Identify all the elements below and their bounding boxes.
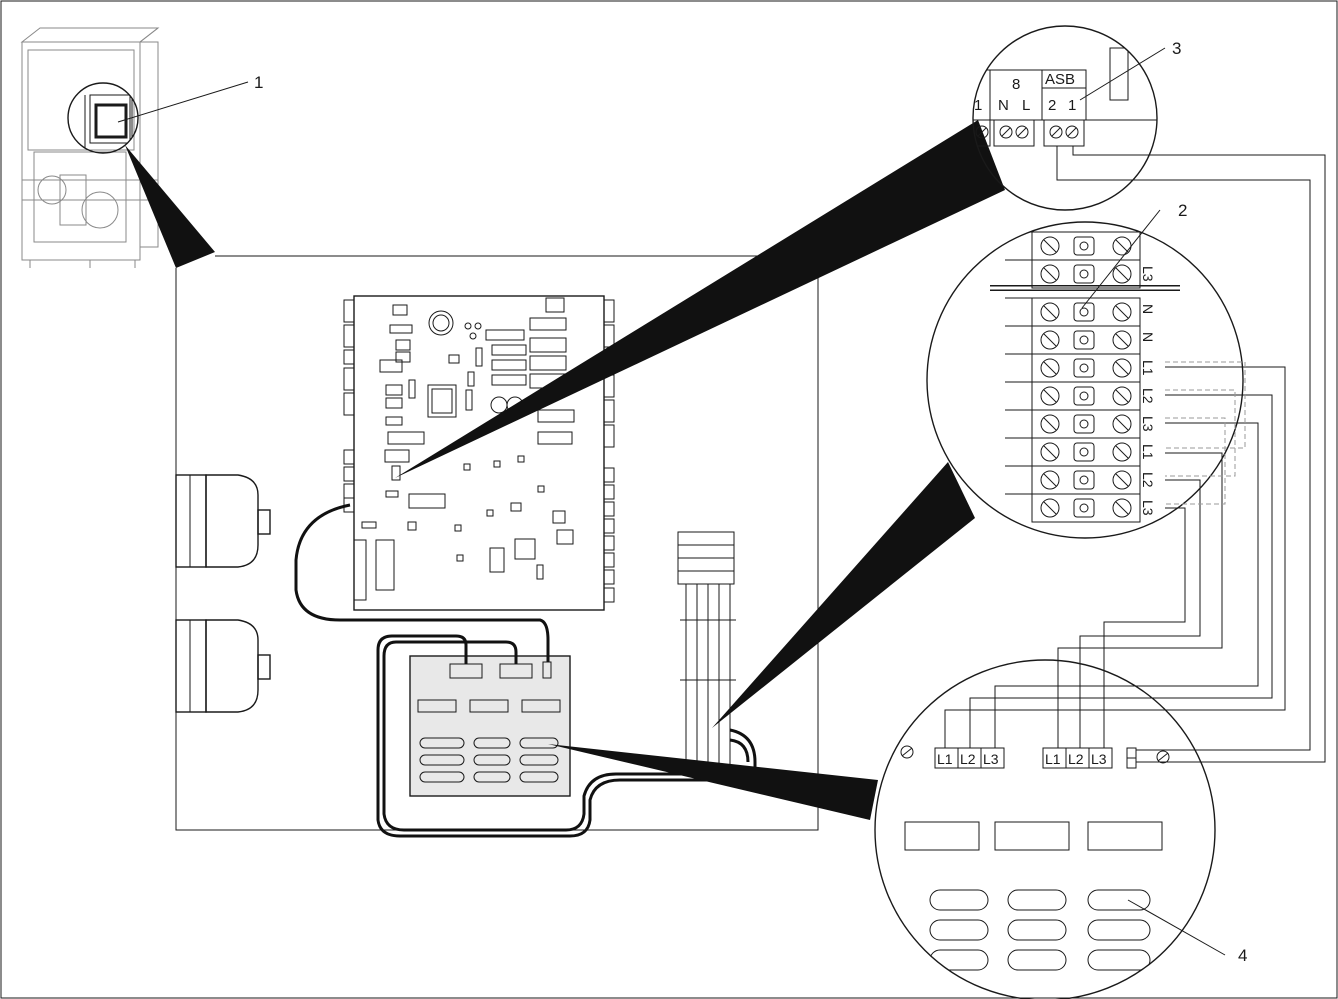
terminal-row: N: [1005, 297, 1156, 327]
zoom-wedge-top: [395, 120, 1005, 478]
terminal-label: L1: [1140, 444, 1156, 460]
callout-4-leader: [1127, 899, 1226, 956]
top-terminal-asb: ASB: [1045, 71, 1075, 88]
terminal-label: N: [1140, 332, 1156, 342]
detail-circle-bottom: [874, 659, 1216, 999]
pcb-terminal-label: L1: [937, 751, 953, 767]
pcb-terminal: L2: [957, 747, 982, 769]
callout-3: 3: [1172, 39, 1181, 58]
terminal-label: L2: [1140, 472, 1156, 488]
pcb-terminal: L3: [1088, 747, 1113, 769]
top-terminal-l: L: [1022, 97, 1030, 114]
pcb-terminal-label: L2: [1068, 751, 1084, 767]
callout-4: 4: [1238, 946, 1247, 965]
callout-2-leader: [1081, 209, 1161, 309]
terminal-label: L3: [1140, 500, 1156, 516]
top-terminal-asb-1: 1: [1068, 97, 1076, 114]
terminal-row: L2: [1005, 465, 1156, 495]
top-terminal-asb-2: 2: [1048, 97, 1056, 114]
external-wiring: [944, 146, 1326, 763]
dashed-jumpers: [1165, 361, 1246, 505]
callout-1-leader: [117, 81, 249, 123]
detail-circle-top: [972, 25, 1158, 211]
pcb-terminal: L2: [1065, 747, 1090, 769]
main-pcb: [343, 295, 615, 611]
terminal-row: L3: [1005, 493, 1156, 523]
zoom-wedge-mid: [712, 462, 975, 728]
detail-circle-mid: [926, 221, 1244, 539]
detail-top-content: 1 8 N L ASB 2 1: [973, 47, 1157, 147]
terminal-row: L1: [1005, 353, 1156, 383]
terminal-label: L1: [1140, 360, 1156, 376]
zoom-wedge-unit: [125, 145, 215, 268]
pcb-terminal: L1: [934, 747, 959, 769]
cables: [294, 503, 757, 838]
pcb-terminal-label: L1: [1045, 751, 1061, 767]
terminal-row: N: [1005, 325, 1156, 355]
unit-detail-circle: [67, 82, 139, 154]
callout-2: 2: [1178, 201, 1187, 220]
pcb-terminal: L3: [980, 747, 1005, 769]
terminal-label: L3: [1140, 266, 1156, 282]
terminal-row: L3: [1005, 259, 1156, 289]
zoom-wedge-bottom: [548, 744, 878, 820]
terminal-rail: [677, 531, 736, 771]
pcb-terminal: L1: [1042, 747, 1067, 769]
detail-bottom-content: L1 L2 L3 L1 L2 L3: [900, 745, 1170, 971]
left-connector-top: [175, 474, 271, 568]
terminal-row: L3: [1005, 409, 1156, 439]
load-pcb: [409, 655, 571, 797]
terminal-row: L1: [1005, 437, 1156, 467]
pcb-terminal-label: L3: [983, 751, 999, 767]
terminal-row: L2: [1005, 381, 1156, 411]
top-terminal-8: 8: [1012, 76, 1020, 93]
callout-1: 1: [254, 73, 263, 92]
top-terminal-n: N: [998, 97, 1009, 114]
pcb-terminal-label: L3: [1091, 751, 1107, 767]
pcb-terminal-label: L2: [960, 751, 976, 767]
terminal-label: L3: [1140, 416, 1156, 432]
control-panel: [175, 255, 819, 838]
callout-3-leader: [1079, 47, 1166, 101]
terminal-row: [1005, 231, 1141, 261]
top-terminal-1: 1: [974, 97, 982, 114]
terminal-label: L2: [1140, 388, 1156, 404]
left-connector-bottom: [175, 619, 271, 713]
terminal-label: N: [1140, 304, 1156, 314]
heat-pump-unit: [20, 27, 160, 268]
